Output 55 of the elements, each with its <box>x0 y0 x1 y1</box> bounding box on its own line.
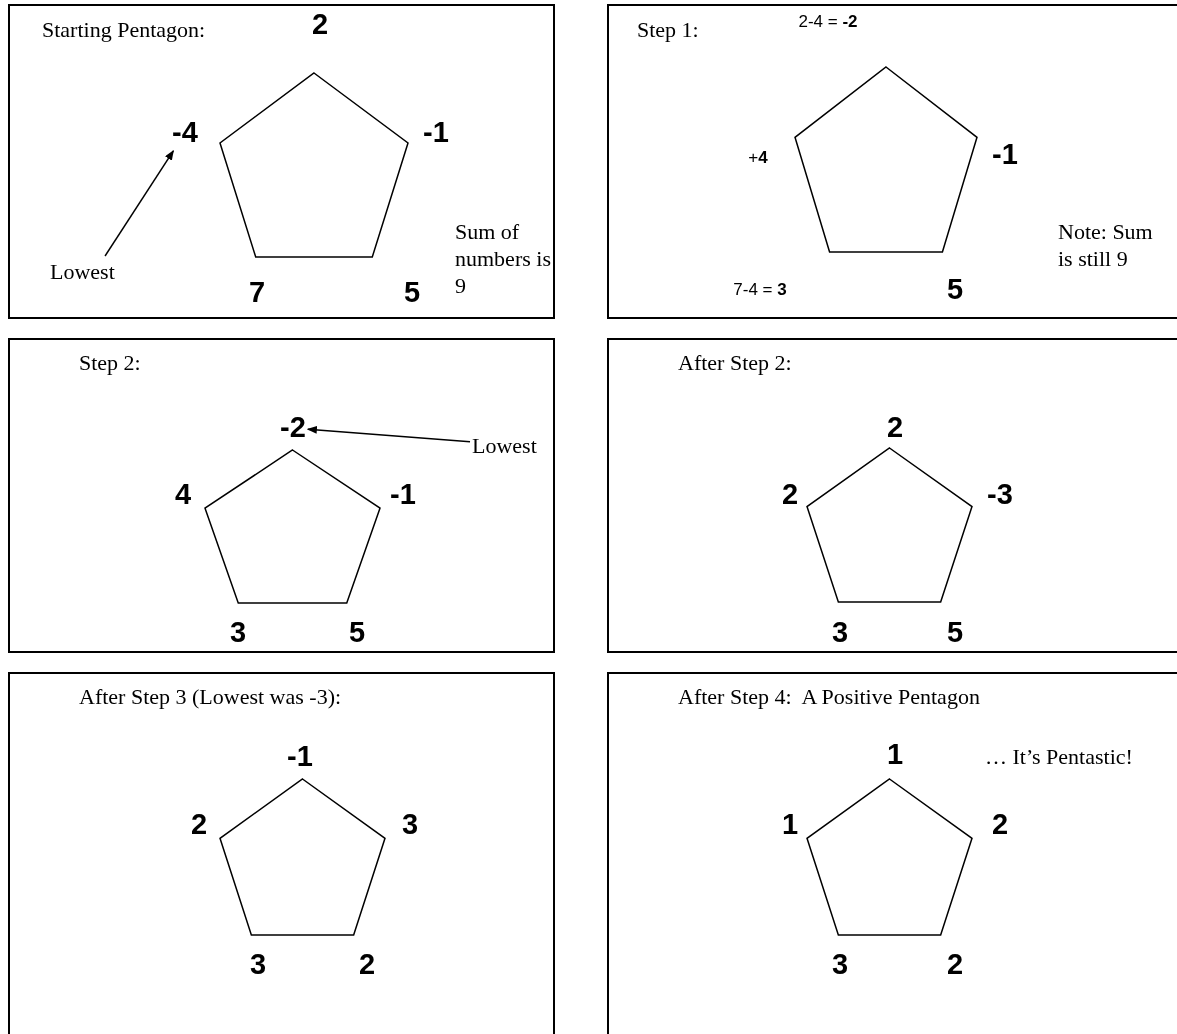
vertex-number: 2 <box>358 949 376 981</box>
vertex-number: 2 <box>991 809 1009 841</box>
vertex-number: -1 <box>992 139 1018 171</box>
pentagon-shape <box>807 779 972 935</box>
step-panel <box>607 338 1177 653</box>
arrow <box>104 150 175 257</box>
panel-heading: After Step 4: A Positive Pentagon <box>678 684 980 710</box>
vertex-number: 3 <box>229 617 247 649</box>
vertex-number: 1 <box>886 739 904 771</box>
note-text: Sum of numbers is 9 <box>455 218 555 299</box>
vertex-number: -3 <box>987 479 1013 511</box>
note-text: Lowest <box>472 432 562 459</box>
vertex-number: 4 <box>174 479 192 511</box>
panel-heading: Step 1: <box>637 17 699 43</box>
pentagon-shape <box>220 73 408 257</box>
pentagon-shape <box>795 67 977 252</box>
panel-heading: After Step 3 (Lowest was -3): <box>79 684 342 710</box>
pentagon-shape <box>205 450 380 603</box>
vertex-number: 2 <box>886 412 904 444</box>
vertex-number: 5 <box>348 617 366 649</box>
vertex-number: -1 <box>390 479 416 511</box>
step-panel <box>8 4 555 319</box>
pentagon-shape <box>807 448 972 602</box>
vertex-calculation: 7-4 = 3 <box>733 280 787 300</box>
vertex-number: 2 <box>311 9 329 41</box>
step-panel <box>607 4 1177 319</box>
vertex-number: 3 <box>831 617 849 649</box>
vertex-number: 3 <box>831 949 849 981</box>
vertex-calculation: +4 <box>748 148 768 168</box>
note-text: Note: Sum is still 9 <box>1058 218 1158 272</box>
vertex-calculation: 2-4 = -2 <box>798 12 858 32</box>
note-text: Lowest <box>50 258 140 285</box>
pentagon-shape <box>220 779 385 935</box>
vertex-number: -1 <box>287 741 313 773</box>
vertex-number: 5 <box>946 274 964 306</box>
panel-heading: After Step 2: <box>678 350 792 376</box>
vertex-number: 2 <box>190 809 208 841</box>
vertex-number: 5 <box>403 277 421 309</box>
vertex-number: 3 <box>401 809 419 841</box>
step-panel <box>8 338 555 653</box>
panel-heading: Step 2: <box>79 350 141 376</box>
note-text: … It’s Pentastic! <box>985 743 1177 770</box>
vertex-number: 5 <box>946 617 964 649</box>
step-panel <box>8 672 555 1034</box>
vertex-number: 7 <box>248 277 266 309</box>
vertex-number: 3 <box>249 949 267 981</box>
vertex-number: 1 <box>781 809 799 841</box>
vertex-number: 2 <box>781 479 799 511</box>
vertex-number: -4 <box>172 117 198 149</box>
step-panel <box>607 672 1177 1034</box>
vertex-number: -2 <box>280 412 306 444</box>
vertex-number: -1 <box>423 117 449 149</box>
vertex-number: 2 <box>946 949 964 981</box>
panel-heading: Starting Pentagon: <box>42 17 206 43</box>
arrow <box>306 425 471 443</box>
